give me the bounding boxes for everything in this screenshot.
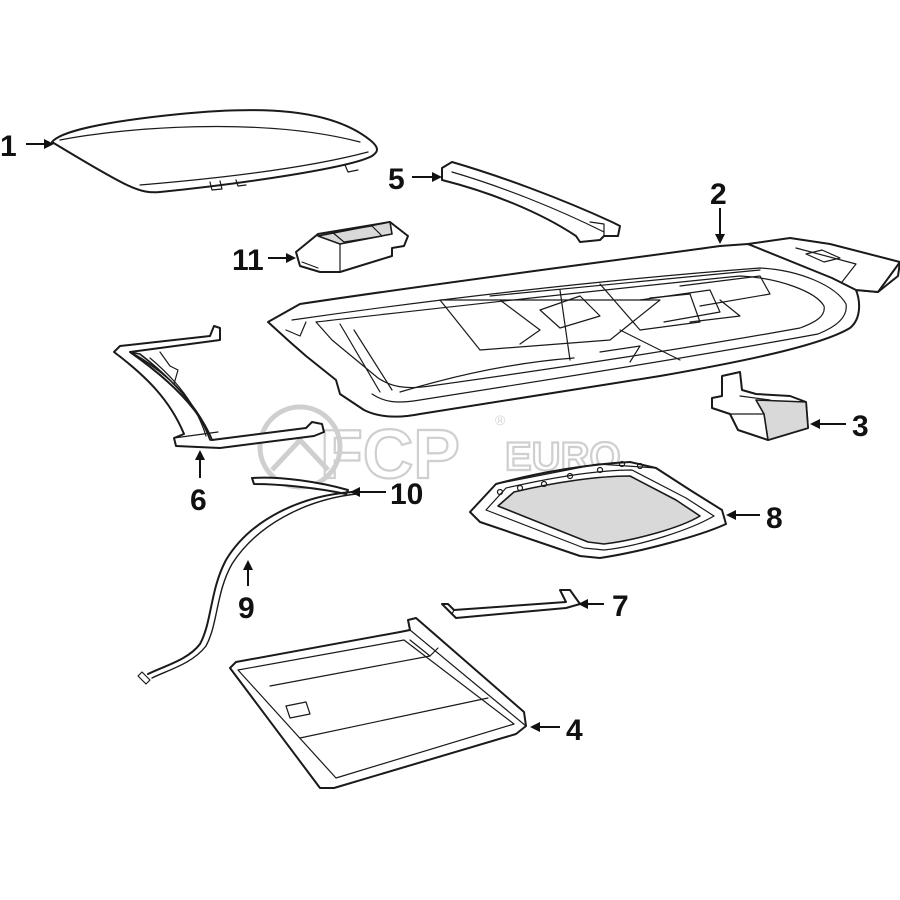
callout-labels: 1 2 3 4 5 6 7 8 9 10 11 xyxy=(0,130,869,747)
part-10-seal-strip xyxy=(251,476,349,495)
callout-4-arrow-icon xyxy=(530,722,540,732)
callout-1: 1 xyxy=(0,130,17,163)
callout-8: 8 xyxy=(766,502,783,535)
callout-8-arrow-icon xyxy=(726,510,736,520)
callout-4: 4 xyxy=(566,714,583,747)
watermark-registered: ® xyxy=(495,412,506,428)
callout-6-arrow-icon xyxy=(195,450,205,460)
part-3-bracket xyxy=(711,371,809,441)
callout-3-arrow-icon xyxy=(810,419,820,429)
callout-7: 7 xyxy=(612,590,629,623)
callout-1-arrow-icon xyxy=(44,139,54,149)
part-6-deflector xyxy=(113,325,325,449)
callout-11: 11 xyxy=(232,244,264,277)
callout-5: 5 xyxy=(388,163,405,196)
leader-lines xyxy=(26,139,846,732)
part-5-rail xyxy=(441,161,621,243)
part-2-frame xyxy=(267,237,900,418)
watermark-brand-main: FCP xyxy=(320,415,460,493)
callout-9: 9 xyxy=(238,592,255,625)
callout-6: 6 xyxy=(190,484,207,517)
callout-3: 3 xyxy=(852,410,869,443)
callout-11-arrow-icon xyxy=(286,253,296,263)
callout-10: 10 xyxy=(390,478,423,511)
callout-5-arrow-icon xyxy=(432,172,442,182)
part-1-glass-panel xyxy=(51,109,378,194)
part-7-strip xyxy=(441,589,581,619)
callout-2-arrow-icon xyxy=(715,234,725,244)
callout-2: 2 xyxy=(710,178,727,211)
part-11-switch xyxy=(295,221,409,273)
part-9-drain-hose xyxy=(137,491,357,685)
callout-7-arrow-icon xyxy=(578,599,588,609)
callout-10-arrow-icon xyxy=(350,487,360,497)
part-4-sunshade xyxy=(229,617,527,789)
callout-9-arrow-icon xyxy=(243,560,253,570)
part-8-seal-frame xyxy=(469,460,727,559)
watermark-flag-icon xyxy=(270,436,330,472)
